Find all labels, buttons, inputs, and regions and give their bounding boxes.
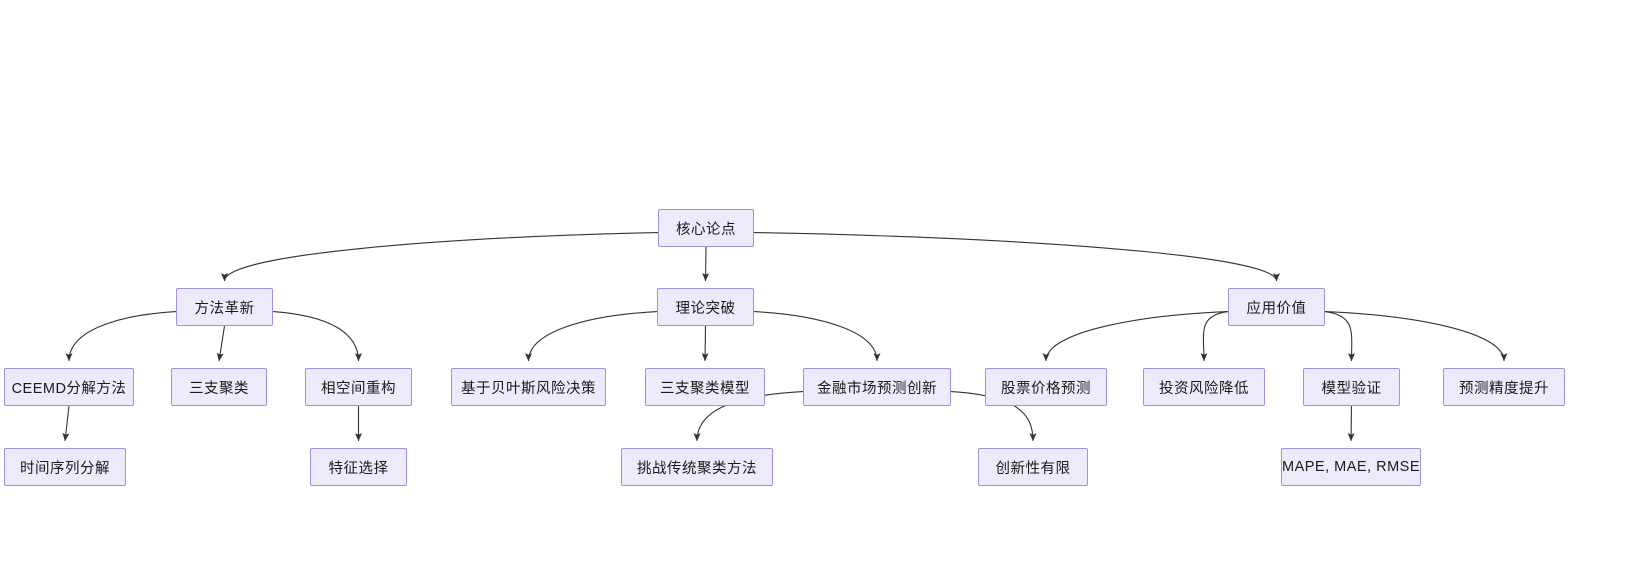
edge-c1-to-d1 <box>62 405 70 442</box>
node-b3[interactable]: 应用价值 <box>1228 288 1325 326</box>
node-label: MAPE, MAE, RMSE <box>1281 459 1421 475</box>
edge-b1-to-c3 <box>272 311 363 362</box>
edge-c9-to-d5 <box>1347 405 1355 442</box>
edge-root-to-b1 <box>221 232 659 282</box>
node-c2[interactable]: 三支聚类 <box>171 368 267 406</box>
node-label: CEEMD分解方法 <box>11 380 127 397</box>
node-d3[interactable]: 挑战传统聚类方法 <box>621 448 773 486</box>
node-c5[interactable]: 三支聚类模型 <box>645 368 765 406</box>
node-c8[interactable]: 投资风险降低 <box>1143 368 1265 406</box>
node-d5[interactable]: MAPE, MAE, RMSE <box>1281 448 1421 486</box>
node-c7[interactable]: 股票价格预测 <box>985 368 1107 406</box>
node-label: 理论突破 <box>675 300 736 317</box>
node-c10[interactable]: 预测精度提升 <box>1443 368 1565 406</box>
edge-b2-to-c4 <box>524 311 658 362</box>
node-c4[interactable]: 基于贝叶斯风险决策 <box>451 368 606 406</box>
edge-b3-to-c10 <box>1324 311 1508 362</box>
node-c1[interactable]: CEEMD分解方法 <box>4 368 134 406</box>
node-label: 特征选择 <box>328 460 389 477</box>
node-d4[interactable]: 创新性有限 <box>978 448 1088 486</box>
edge-b3-to-c7 <box>1042 311 1229 362</box>
edge-root-to-b3 <box>753 232 1280 282</box>
edge-c6-to-d3 <box>693 391 804 442</box>
edge-b3-to-c8 <box>1200 311 1229 362</box>
node-c3[interactable]: 相空间重构 <box>305 368 412 406</box>
node-c9[interactable]: 模型验证 <box>1303 368 1400 406</box>
node-label: 金融市场预测创新 <box>817 380 937 397</box>
node-b2[interactable]: 理论突破 <box>657 288 754 326</box>
node-label: 三支聚类模型 <box>660 380 750 397</box>
node-d2[interactable]: 特征选择 <box>310 448 407 486</box>
node-d1[interactable]: 时间序列分解 <box>4 448 126 486</box>
node-label: 应用价值 <box>1246 300 1307 317</box>
node-label: 方法革新 <box>194 300 255 317</box>
node-label: 模型验证 <box>1321 380 1382 397</box>
node-label: 时间序列分解 <box>20 460 110 477</box>
node-label: 三支聚类 <box>189 380 249 397</box>
edge-b2-to-c6 <box>753 311 881 362</box>
node-root[interactable]: 核心论点 <box>658 209 754 247</box>
node-label: 核心论点 <box>676 221 736 238</box>
edge-b2-to-c5 <box>701 325 709 362</box>
node-label: 挑战传统聚类方法 <box>637 460 757 477</box>
node-label: 相空间重构 <box>321 380 396 397</box>
edge-c6-to-d4 <box>950 391 1037 442</box>
node-c6[interactable]: 金融市场预测创新 <box>803 368 951 406</box>
node-label: 预测精度提升 <box>1459 380 1549 397</box>
edge-b1-to-c1 <box>65 311 177 362</box>
edge-root-to-b2 <box>702 246 710 282</box>
node-label: 投资风险降低 <box>1159 380 1249 397</box>
node-b1[interactable]: 方法革新 <box>176 288 273 326</box>
edge-b3-to-c9 <box>1324 311 1356 362</box>
node-label: 股票价格预测 <box>1001 380 1091 397</box>
edge-b1-to-c2 <box>216 325 226 362</box>
node-label: 基于贝叶斯风险决策 <box>461 380 596 397</box>
node-label: 创新性有限 <box>995 460 1071 477</box>
